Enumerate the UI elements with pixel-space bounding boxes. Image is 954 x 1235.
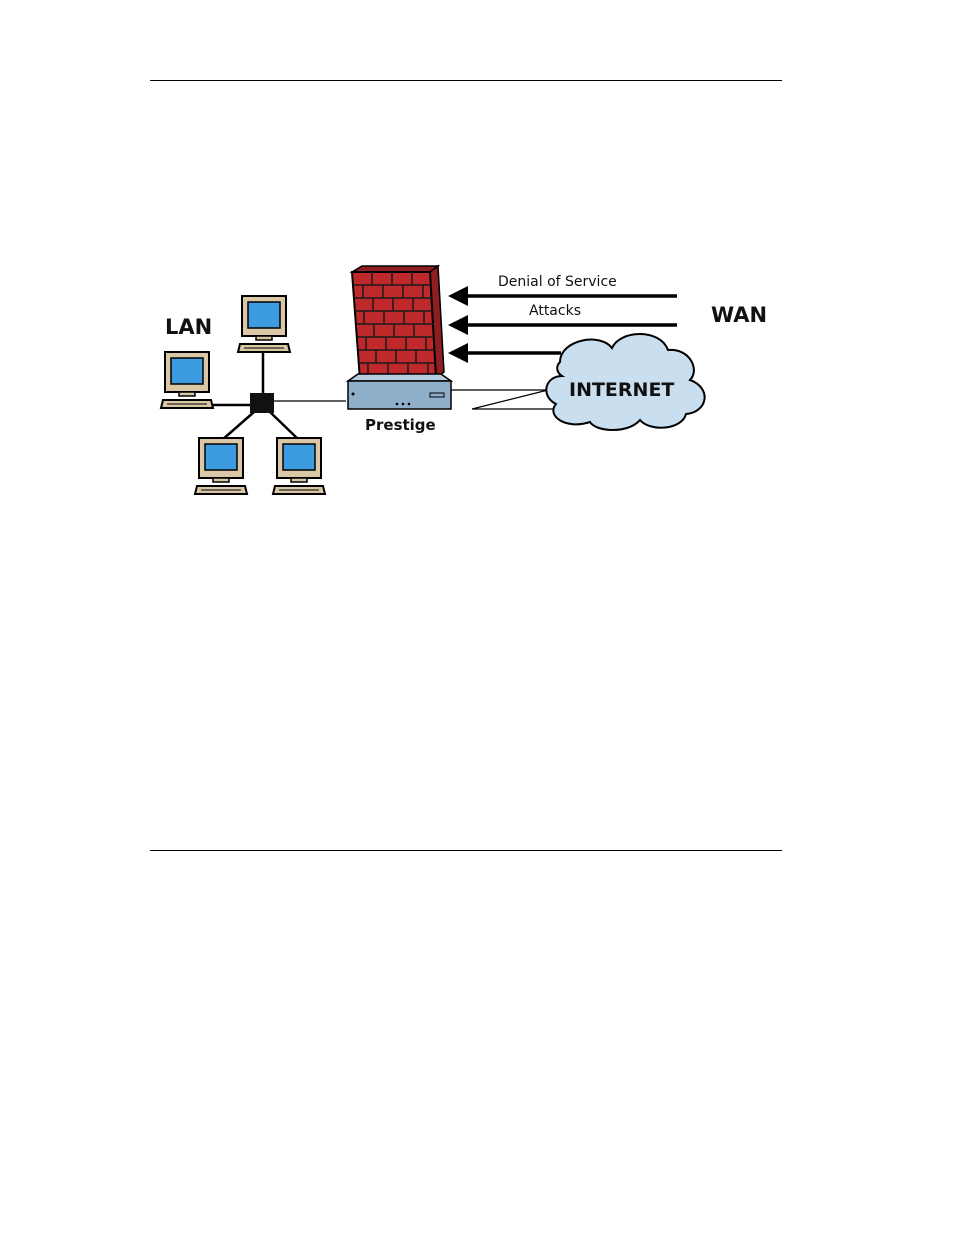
hub-icon [250, 393, 274, 413]
attack-label-line1: Denial of Service [498, 274, 617, 290]
wan-link [451, 390, 556, 409]
wan-label: WAN [711, 303, 767, 327]
firewall-icon [352, 266, 444, 380]
computer-icon [195, 438, 247, 494]
lan-label: LAN [165, 315, 212, 339]
internet-label: INTERNET [569, 379, 674, 401]
arrow-left-icon [448, 315, 468, 335]
router-icon [348, 374, 451, 409]
device-label: Prestige [365, 416, 436, 434]
arrow-left-icon [448, 286, 468, 306]
computer-icon [161, 352, 213, 408]
attack-label-line2: Attacks [529, 303, 581, 319]
lan-wiring [210, 345, 346, 440]
arrow-left-icon [448, 343, 468, 363]
computer-icon [238, 296, 290, 352]
computer-icon [273, 438, 325, 494]
